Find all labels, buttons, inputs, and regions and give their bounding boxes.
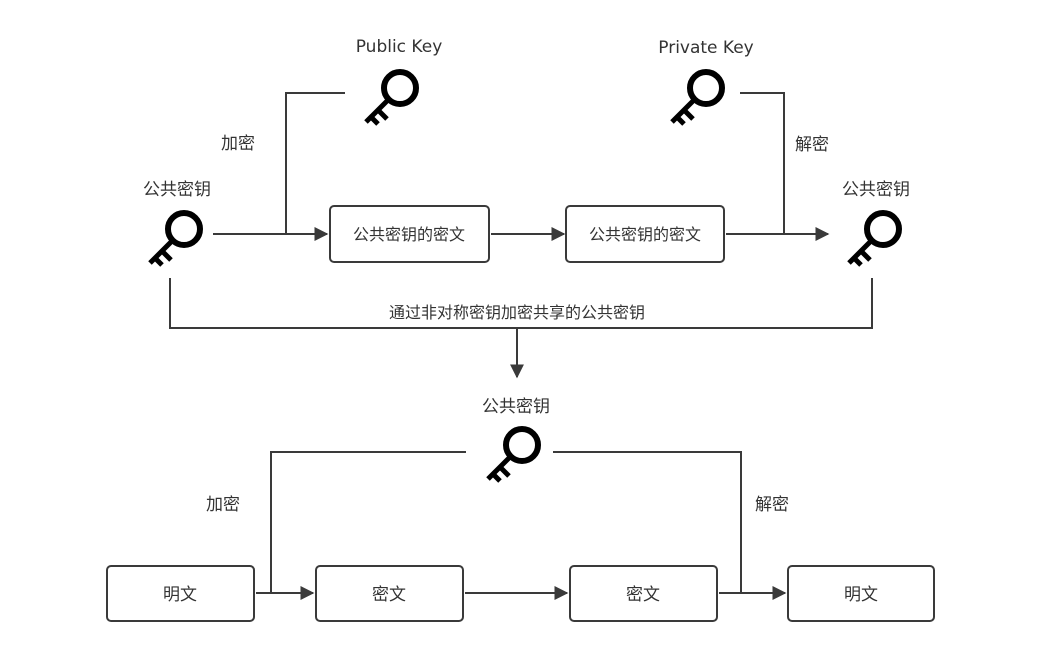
ciphertext-box-label: 公共密钥的密文 [353, 225, 465, 244]
plaintext-box-label: 明文 [163, 585, 197, 605]
shared-key-right-label: 公共密钥 [842, 180, 910, 200]
plaintext-box [787, 565, 935, 622]
decrypt-label: 解密 [795, 135, 829, 155]
ciphertext-box [329, 205, 490, 263]
key-icon [366, 72, 416, 124]
key-icon [150, 213, 200, 265]
exchange-label: 通过非对称密钥加密共享的公共密钥 [389, 303, 645, 322]
bottom-encrypt-connector [270, 451, 466, 593]
key-icon [672, 72, 722, 124]
ciphertext-box [315, 565, 464, 622]
ciphertext-box-label: 公共密钥的密文 [589, 225, 701, 244]
bottom-encrypt-label: 加密 [206, 495, 240, 515]
public-key-label: Public Key [356, 37, 443, 57]
ciphertext-box [565, 205, 725, 263]
ciphertext-box [569, 565, 718, 622]
encrypt-label: 加密 [221, 134, 255, 154]
plaintext-box [106, 565, 255, 622]
key-icon [488, 429, 538, 481]
ciphertext-box-label: 密文 [372, 585, 406, 605]
private-key-connector [740, 92, 785, 234]
bottom-shared-key-label: 公共密钥 [482, 397, 550, 417]
public-key-connector [285, 92, 345, 234]
ciphertext-box-label: 密文 [626, 585, 660, 605]
exchange-bracket [169, 278, 873, 329]
bottom-decrypt-connector [553, 451, 742, 593]
bottom-decrypt-label: 解密 [755, 495, 789, 515]
plaintext-box-label: 明文 [844, 585, 878, 605]
shared-key-left-label: 公共密钥 [143, 180, 211, 200]
key-icon [849, 213, 899, 265]
private-key-label: Private Key [658, 38, 754, 58]
